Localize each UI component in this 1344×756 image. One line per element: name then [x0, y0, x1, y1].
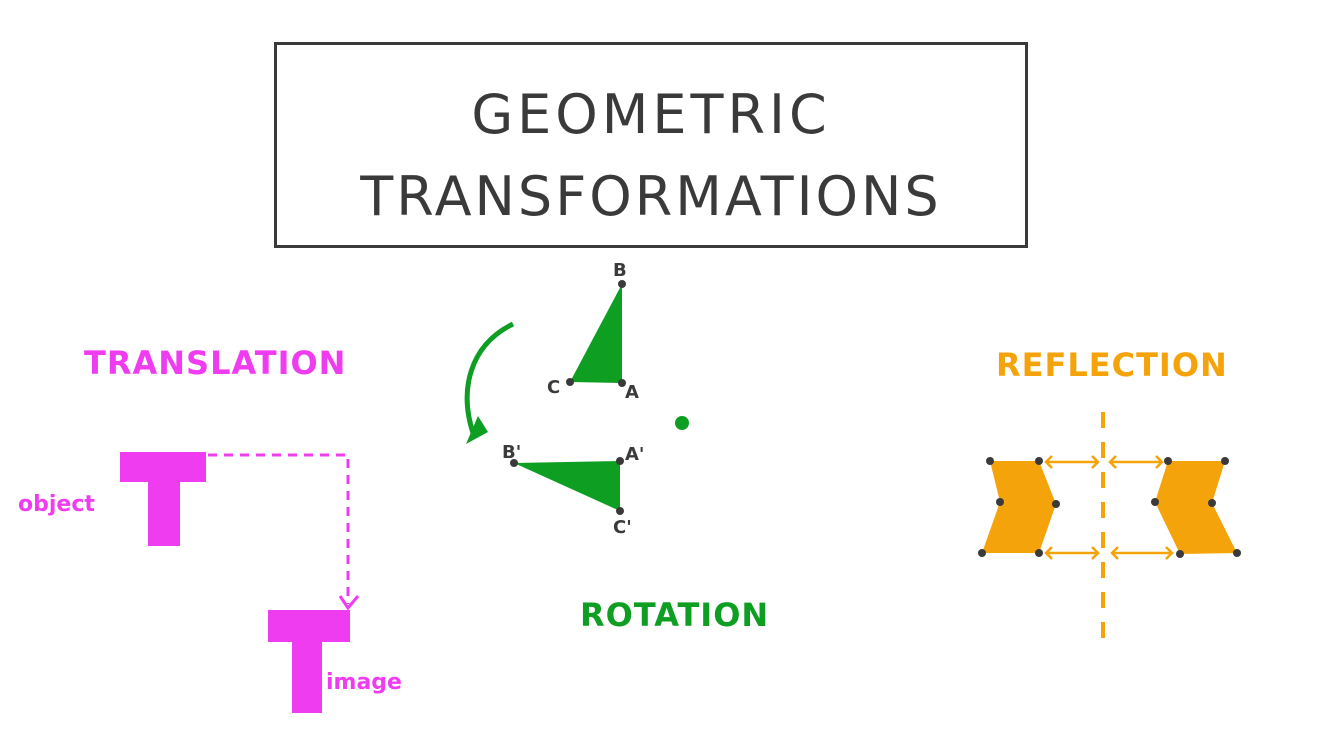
title-box: GEOMETRIC TRANSFORMATIONS	[274, 42, 1028, 248]
translation-object-t	[120, 452, 206, 546]
vertex-label-b-prime: B'	[502, 442, 521, 463]
reflection-object-shape	[982, 461, 1056, 553]
vertex-label-a-prime: A'	[625, 444, 644, 465]
reflection-heading: REFLECTION	[996, 346, 1228, 384]
title-line-2: TRANSFORMATIONS	[360, 165, 942, 228]
rotation-center-point	[675, 416, 689, 430]
distance-arrows	[1044, 455, 1174, 560]
rotation-object-triangle	[570, 284, 622, 383]
object-label: object	[18, 492, 95, 517]
title-line-1: GEOMETRIC	[471, 83, 831, 146]
reflection-vertex-points	[978, 457, 1241, 558]
translation-path-arrow	[208, 453, 350, 604]
translation-heading: TRANSLATION	[84, 344, 347, 382]
rotation-heading: ROTATION	[580, 596, 770, 634]
vertex-label-c: C	[547, 377, 560, 398]
image-label: image	[326, 670, 402, 695]
arrowhead-icon	[338, 595, 360, 611]
vertex-label-b: B	[613, 260, 627, 281]
vertex-label-a: A	[625, 382, 639, 403]
reflection-image-shape	[1155, 461, 1237, 554]
rotation-image-triangle	[514, 461, 620, 511]
rotation-arrowhead-icon	[466, 416, 488, 444]
translation-image-t	[268, 610, 350, 713]
rotation-arrow	[464, 321, 515, 437]
vertex-label-c-prime: C'	[613, 517, 632, 538]
rotation-vertex-points	[510, 280, 626, 515]
